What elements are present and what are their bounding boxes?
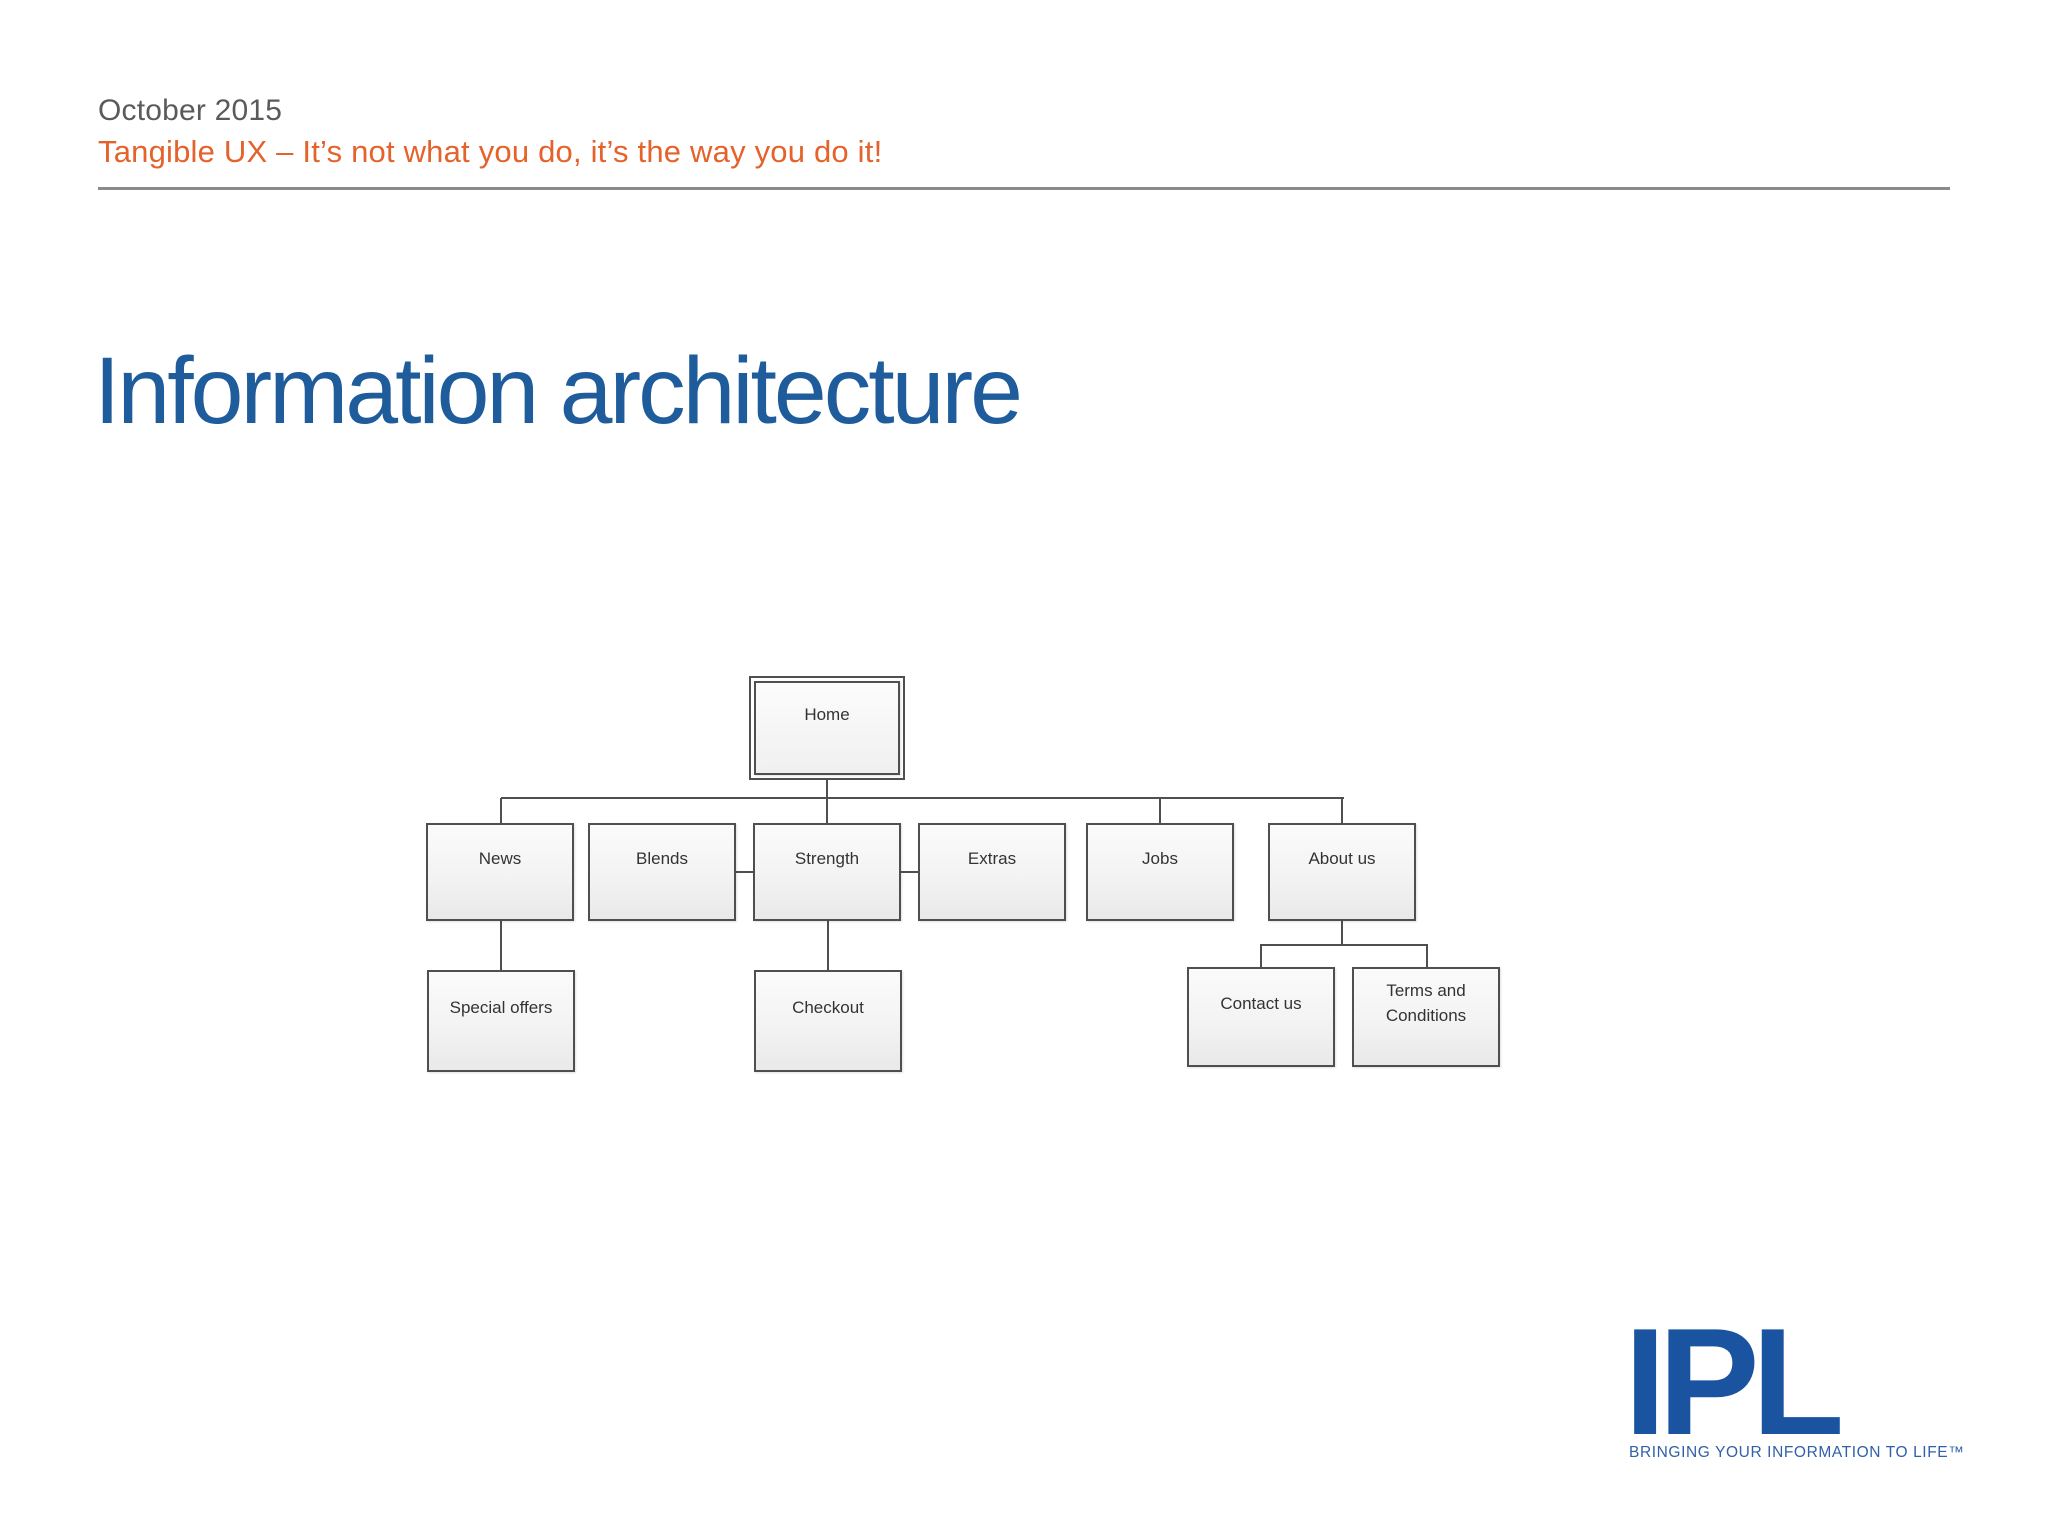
slide-date: October 2015	[98, 94, 283, 127]
node-label: Extras	[967, 848, 1017, 868]
connector-about-bar	[1260, 944, 1428, 946]
node-news: News	[426, 823, 574, 921]
connector-news-special	[500, 920, 502, 971]
ipl-logo: IPL	[1624, 1297, 1844, 1467]
node-special-offers: Special offers	[427, 970, 575, 1072]
node-checkout: Checkout	[754, 970, 902, 1072]
node-blends: Blends	[588, 823, 736, 921]
connector-drop-terms	[1426, 945, 1428, 968]
node-label: Home	[804, 704, 850, 724]
node-label: Blends	[636, 848, 688, 868]
connector-drop-news	[500, 798, 502, 824]
node-label: News	[478, 848, 522, 868]
node-label: Contact us	[1220, 993, 1302, 1013]
connector-strength-extras	[900, 871, 920, 873]
node-label: Terms and Conditions	[1385, 981, 1467, 1025]
node-label: About us	[1308, 848, 1376, 868]
node-label: Jobs	[1142, 848, 1178, 868]
node-strength: Strength	[753, 823, 901, 921]
connector-home-stem	[826, 778, 828, 823]
connector-about-stem	[1341, 920, 1343, 946]
node-home: Home	[749, 676, 905, 780]
page-title: Information architecture	[94, 338, 1023, 444]
connector-strength-checkout	[827, 920, 829, 971]
ipl-logo-tagline: Bringing your information to life™	[1629, 1444, 1965, 1461]
node-contact-us: Contact us	[1187, 967, 1335, 1067]
node-jobs: Jobs	[1086, 823, 1234, 921]
node-label: Strength	[794, 848, 860, 868]
connector-rail	[501, 797, 1344, 799]
node-about-us: About us	[1268, 823, 1416, 921]
node-extras: Extras	[918, 823, 1066, 921]
connector-drop-contact	[1260, 945, 1262, 968]
connector-drop-about	[1341, 798, 1343, 824]
header-rule	[98, 187, 1950, 190]
node-label: Checkout	[792, 997, 864, 1017]
node-terms-and-conditions: Terms and Conditions	[1352, 967, 1500, 1067]
connector-blends-strength	[735, 871, 755, 873]
node-label: Special offers	[449, 997, 553, 1017]
slide-subtitle: Tangible UX – It’s not what you do, it’s…	[98, 134, 883, 169]
connector-drop-jobs	[1159, 798, 1161, 824]
